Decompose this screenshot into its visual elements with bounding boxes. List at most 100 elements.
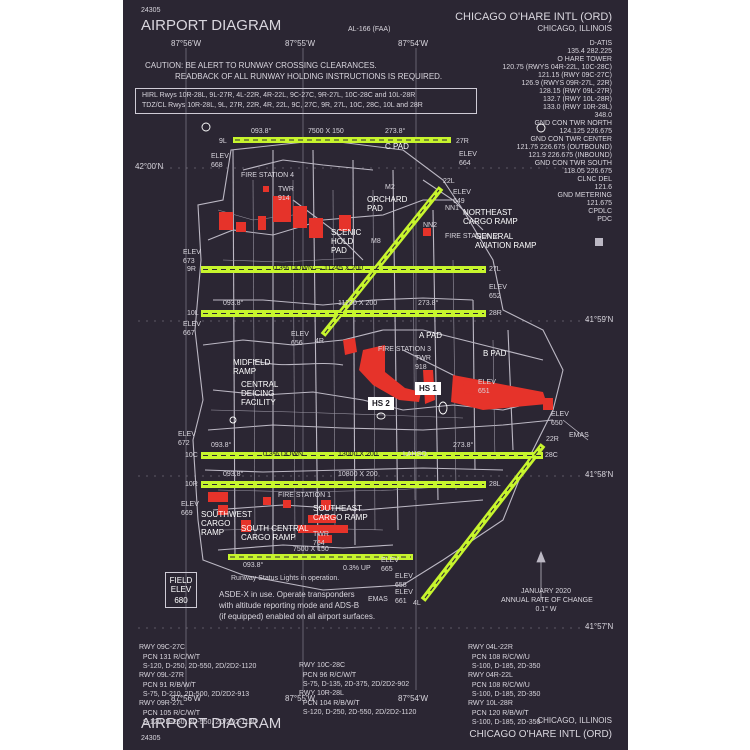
bearing-line: PCN 104 R/B/W/T [299, 700, 360, 707]
airport-map [138, 48, 603, 690]
caution-line: CAUTION: BE ALERT TO RUNWAY CROSSING CLE… [145, 61, 377, 70]
field-elev-value: 680 [174, 596, 188, 605]
chart-id: 24305 [141, 7, 161, 14]
runway-end: 10C [185, 452, 198, 459]
freq-line: 120.75 (RWYS 04R-22L, 10C-28C) [502, 64, 612, 71]
northeast-cargo-label: NORTHEAST CARGO RAMP [463, 208, 518, 226]
bearing-line: RWY 04R-22L [468, 672, 513, 679]
hot-spot-hs1: HS 1 [415, 382, 441, 395]
runway-end: 10R [185, 481, 198, 488]
tower-center-label: TWR 918 [415, 355, 431, 371]
bearing-line: PCN 131 R/C/W/T [139, 654, 201, 661]
footer-location: CHICAGO, ILLINOIS [537, 716, 612, 725]
footer-airport-name: CHICAGO O'HARE INTL (ORD) [469, 729, 612, 740]
longitude-label: 87°55'W [285, 39, 316, 48]
runway-end: 22R [546, 436, 559, 443]
emas-label: EMAS [368, 596, 388, 603]
note-line: Runway Status Lights in operation. [231, 575, 340, 582]
fire-station-4-label: FIRE STATION 4 [241, 172, 295, 179]
elevation-label: ELEV 672 [178, 431, 196, 447]
airport-name: CHICAGO O'HARE INTL (ORD) [455, 11, 612, 23]
runway-end: 28R [489, 310, 502, 317]
chart-title: AIRPORT DIAGRAM [141, 17, 282, 34]
elevation-label: ELEV 664 [459, 151, 477, 167]
longitude-label: 87°54'W [398, 39, 429, 48]
bearing-line: RWY 10C-28C [299, 662, 346, 669]
bearing-line: RWY 09C-27C [139, 644, 186, 651]
bearing-line: RWY 09R-27L [139, 700, 184, 707]
freq-line: 126.9 (RWYS 09R-27L, 22R) [521, 80, 612, 87]
lighting-note-box: HIRL Rwys 10R-28L, 9L-27R, 4L-22R, 4R-22… [135, 88, 477, 114]
freq-line: 121.75 226.675 (OUTBOUND) [516, 144, 612, 151]
elevation-label: ELEV 667 [183, 321, 201, 337]
elevation-label: ELEV 661 [395, 589, 413, 605]
bearing-line: RWY 10L-28R [468, 700, 513, 707]
scenic-hold-pad-label: SCENIC HOLD PAD [331, 228, 362, 255]
southeast-cargo-label: SOUTHEAST CARGO RAMP [313, 504, 368, 522]
runway-end: 27L [489, 266, 501, 273]
freq-line: 121.15 (RWY 09C-27C) [537, 72, 612, 79]
bearing-line: PCN 108 R/C/W/U [468, 682, 530, 689]
freq-line: D-ATIS [589, 40, 612, 47]
runway-heading: 273.8° [418, 300, 439, 307]
freq-line: CLNC DEL [577, 176, 612, 183]
fire-station-1-label: FIRE STATION 1 [278, 492, 332, 499]
bearing-line: S-75, D-135, 2D-375, 2D/2D2-902 [299, 681, 410, 688]
bearing-line: S-100, D-185, 2D-350 [468, 691, 541, 698]
bearing-line: S-100, D-185, 2D-350 [468, 719, 541, 726]
bearing-line: S-100, D-185, 2D-350 [468, 663, 541, 670]
footer-title: AIRPORT DIAGRAM [141, 715, 282, 732]
tower-south-label: TWR 764 [313, 531, 329, 547]
note-line: ASDE-X in use. Operate transponders [219, 590, 355, 599]
longitude-label: 87°55'W [285, 694, 316, 703]
fire-station-2-label: FIRE STATION 2 [445, 233, 499, 240]
al-number: AL-166 (FAA) [348, 26, 391, 33]
general-aviation-label: GENERAL AVIATION RAMP [475, 232, 537, 250]
elevation-label: ELEV 673 [183, 249, 201, 265]
freq-line: 128.15 (RWY 09L-27R) [539, 88, 612, 95]
bearing-line: PCN 105 R/C/W/T [139, 710, 201, 717]
elevation-label: ELEV 665 [381, 557, 399, 573]
bearing-line: S-120, D-250, 2D-550, 2D/2D2-1120 [299, 709, 417, 716]
freq-line: GND METERING [557, 192, 612, 199]
elevation-label: ELEV 658 [395, 573, 413, 589]
elevation-label: ELEV 651 [478, 379, 496, 395]
runway-heading: 093.8° [223, 300, 244, 307]
freq-line: PDC [597, 216, 612, 223]
caution-line: READBACK OF ALL RUNWAY HOLDING INSTRUCTI… [175, 72, 443, 81]
elevation-label: ELEV 649 [453, 189, 471, 205]
location: CHICAGO, ILLINOIS [537, 24, 612, 33]
bearing-line: S-120, D-250, 2D-550, 2D/2D2-1120 [139, 663, 257, 670]
bearing-line: S-75, D-210, 2D-500, 2D/2D2-913 [139, 691, 250, 698]
field-elevation-box: FIELD ELEV 680 [165, 572, 197, 608]
latitude-label: 42°00'N [135, 162, 164, 171]
south-central-cargo-label: SOUTH CENTRAL CARGO RAMP [241, 524, 309, 542]
freq-line: GND CON TWR SOUTH [534, 160, 612, 167]
runway-slope: 0.3% DOWN [263, 451, 304, 458]
hotspot-label: M2 [385, 184, 395, 191]
elevation-label: ELEV 652 [489, 284, 507, 300]
midfield-ramp-label: MIDFIELD RAMP [233, 358, 271, 376]
mag-var-label: ANNUAL RATE OF CHANGE [501, 597, 593, 604]
bearing-line: PCN 96 R/C/W/T [299, 672, 357, 679]
field-elev-label: FIELD ELEV [169, 576, 193, 594]
runway-heading: 093.8° [211, 442, 232, 449]
runway-heading: 273.8° [453, 442, 474, 449]
freq-line: GND CON TWR CENTER [530, 136, 612, 143]
lighting-note-line: HIRL Rwys 10R-28L, 9L-27R, 4L-22R, 4R-22… [142, 92, 416, 99]
runway-end: 4R [315, 338, 324, 345]
emas-label: EMAS [569, 432, 589, 439]
bearing-line: RWY 04L-22R [468, 644, 513, 651]
note-line: with altitude reporting mode and ADS-B [219, 601, 360, 610]
a-pad-label: A PAD [419, 331, 442, 340]
bearing-line: RWY 09L-27R [139, 672, 184, 679]
lighting-note-line: TDZ/CL Rwys 10R-28L, 9L, 27R, 22R, 4R, 2… [142, 102, 423, 109]
bearing-line: RWY 10R-28L [299, 690, 344, 697]
freq-line: O HARE TOWER [557, 56, 612, 63]
hotspot-label: NN1 [445, 205, 460, 212]
runway-end: 10L [187, 310, 199, 317]
runway-heading: 093.8° [223, 471, 244, 478]
latitude-label: 41°58'N [585, 470, 614, 479]
freq-line: 132.7 (RWY 10L-28R) [543, 96, 612, 103]
runway-heading: 273.8° [385, 128, 406, 135]
